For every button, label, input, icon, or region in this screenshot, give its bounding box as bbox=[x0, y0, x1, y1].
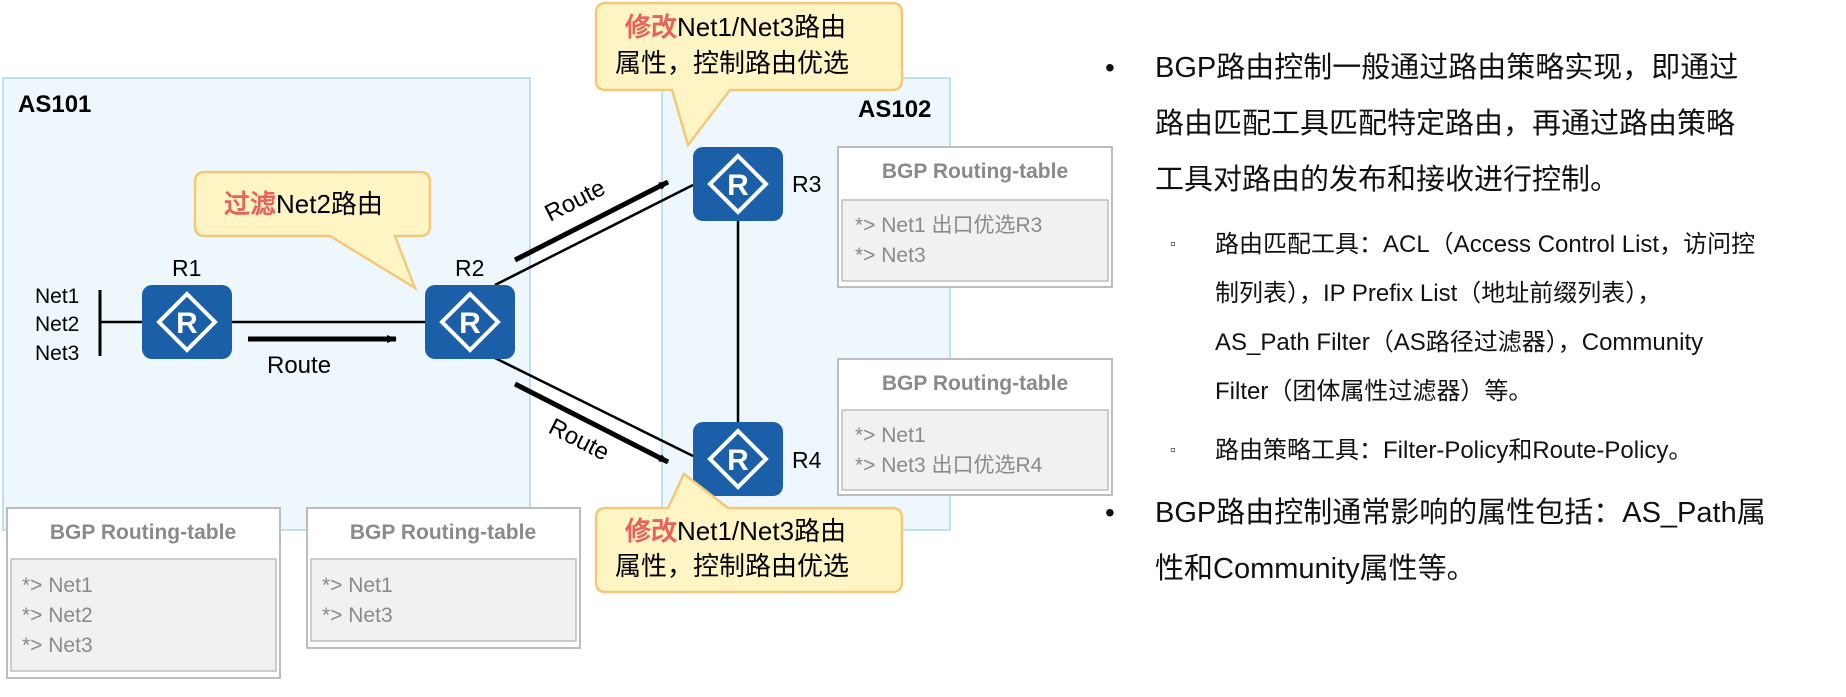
sub-bullet-1-line: Filter（团体属性过滤器）等。 bbox=[1215, 378, 1533, 405]
route-arrow-r2-r3 bbox=[513, 179, 670, 263]
callout-modify-bottom-line2: 属性，控制路由优选 bbox=[615, 551, 849, 581]
callout-filter-bubble bbox=[193, 170, 432, 291]
callout-modify-bottom-highlight: 修改 bbox=[624, 516, 677, 546]
routing-table-r2-title: BGP Routing-table bbox=[350, 521, 536, 544]
routing-table-r4: BGP Routing-table *> Net1 *> Net3 出口优选R4 bbox=[837, 358, 1113, 496]
callout-filter-text: 过滤Net2路由 bbox=[224, 189, 383, 219]
router-r2-label: R2 bbox=[455, 255, 484, 281]
routing-table-r1-row: *> Net1 bbox=[22, 574, 93, 597]
routing-table-r3-title: BGP Routing-table bbox=[882, 160, 1068, 183]
router-r3-label: R3 bbox=[792, 171, 821, 197]
bullet-item-1: • BGP路由控制一般通过路由策略实现，即通过 路由匹配工具匹配特定路由，再通过… bbox=[1090, 40, 1830, 208]
routing-table-r4-row: *> Net3 出口优选R4 bbox=[855, 454, 1043, 477]
sub-bullet-square-icon: ▫ bbox=[1170, 236, 1176, 253]
bullet-list: • BGP路由控制一般通过路由策略实现，即通过 路由匹配工具匹配特定路由，再通过… bbox=[1090, 40, 1830, 609]
route-label-r1-r2: Route bbox=[267, 352, 331, 379]
sub-bullet-item-1: ▫ 路由匹配工具：ACL（Access Control List，访问控 制列表… bbox=[1090, 220, 1830, 416]
net3-label: Net3 bbox=[35, 342, 79, 365]
callout-modify-top-rest: Net1/Net3路由 bbox=[677, 12, 846, 42]
router-r2-glyph: R bbox=[459, 307, 481, 340]
link-r2-r3 bbox=[494, 183, 694, 287]
routing-table-r3-row: *> Net1 出口优选R3 bbox=[855, 214, 1042, 237]
router-r3-glyph: R bbox=[727, 169, 749, 202]
sub-bullet-square-icon: ▫ bbox=[1170, 442, 1176, 459]
routing-table-r2: BGP Routing-table *> Net1 *> Net3 bbox=[306, 507, 581, 649]
callout-modify-bottom-bubble bbox=[594, 472, 904, 594]
bullet-dot-icon: • bbox=[1105, 52, 1115, 83]
callout-modify-top-highlight: 修改 bbox=[624, 12, 677, 42]
routing-table-r4-title: BGP Routing-table bbox=[882, 372, 1068, 395]
sub-bullet-1-line: 制列表），IP Prefix List（地址前缀列表）， bbox=[1215, 280, 1662, 307]
router-r4-label: R4 bbox=[792, 447, 822, 473]
routing-table-r3-row: *> Net3 bbox=[855, 244, 926, 267]
routing-table-r1-row: *> Net2 bbox=[22, 604, 93, 627]
sub-bullet-2-line: 路由策略工具：Filter-Policy和Route-Policy。 bbox=[1215, 437, 1693, 464]
sub-bullet-item-2: ▫ 路由策略工具：Filter-Policy和Route-Policy。 bbox=[1090, 426, 1830, 475]
routing-table-r4-row: *> Net1 bbox=[855, 424, 926, 447]
sub-bullet-1-line: AS_Path Filter（AS路径过滤器），Community bbox=[1215, 329, 1704, 356]
callout-modify-bottom-line1: 修改Net1/Net3路由 bbox=[624, 516, 846, 546]
bullet-2-line: BGP路由控制通常影响的属性包括：AS_Path属 bbox=[1155, 497, 1766, 529]
as101-label: AS101 bbox=[18, 91, 91, 118]
callout-modify-top-line1: 修改Net1/Net3路由 bbox=[624, 12, 846, 42]
routing-table-r1-title: BGP Routing-table bbox=[50, 521, 236, 544]
net2-label: Net2 bbox=[35, 313, 79, 336]
router-r4-glyph: R bbox=[727, 444, 749, 477]
bullet-1-line: 路由匹配工具匹配特定路由，再通过路由策略 bbox=[1155, 108, 1736, 140]
routing-table-r2-row: *> Net3 bbox=[322, 604, 393, 627]
routing-table-r2-row: *> Net1 bbox=[322, 574, 393, 597]
net1-label: Net1 bbox=[35, 285, 79, 308]
bullet-dot-icon: • bbox=[1105, 497, 1115, 528]
routing-table-r1-row: *> Net3 bbox=[22, 634, 93, 657]
router-r1-glyph: R bbox=[176, 307, 198, 340]
sub-bullet-1-line: 路由匹配工具：ACL（Access Control List，访问控 bbox=[1215, 231, 1756, 258]
routing-table-r1: BGP Routing-table *> Net1 *> Net2 *> Net… bbox=[6, 507, 281, 679]
route-arrow-r2-r4 bbox=[513, 381, 670, 465]
routing-table-r3: BGP Routing-table *> Net1 出口优选R3 *> Net3 bbox=[837, 146, 1113, 288]
router-r1-label: R1 bbox=[172, 255, 201, 281]
bullet-2-line: 性和Community属性等。 bbox=[1155, 553, 1476, 585]
bullet-item-2: • BGP路由控制通常影响的属性包括：AS_Path属 性和Community属… bbox=[1090, 485, 1830, 597]
callout-modify-top-line2: 属性，控制路由优选 bbox=[615, 48, 849, 78]
callout-modify-top-bubble bbox=[594, 1, 904, 148]
callout-filter-rest: Net2路由 bbox=[276, 189, 383, 219]
as102-label: AS102 bbox=[858, 96, 931, 123]
link-r2-r4 bbox=[494, 356, 694, 458]
route-label-r2-r4: Route bbox=[544, 413, 613, 466]
bullet-1-line: BGP路由控制一般通过路由策略实现，即通过 bbox=[1155, 52, 1739, 84]
callout-filter-highlight: 过滤 bbox=[224, 189, 276, 219]
callout-modify-bottom-rest: Net1/Net3路由 bbox=[677, 516, 846, 546]
bullet-1-line: 工具对路由的发布和接收进行控制。 bbox=[1155, 164, 1620, 196]
